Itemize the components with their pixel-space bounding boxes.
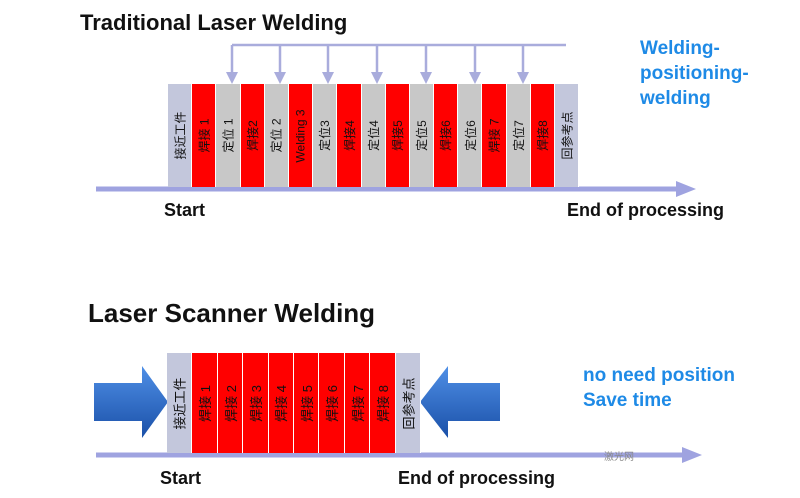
note-line: welding	[640, 88, 711, 109]
endpoint-step: 接近工件	[168, 84, 193, 187]
note-line: no need position	[583, 365, 735, 386]
end-label: End of processing	[567, 200, 725, 220]
position-step: 定位4	[361, 84, 386, 187]
note-line: positioning-	[640, 63, 749, 84]
position-step: 定位 1	[216, 84, 241, 187]
scanner-title: Laser Scanner Welding	[88, 298, 376, 328]
weld-step: 焊接5	[385, 84, 410, 187]
weld-step: 焊接 7	[482, 84, 507, 187]
step-label: 回参考点	[560, 111, 575, 160]
traditional-process-row: 接近工件焊接 1 定位 1 焊接2 定位 2 Welding 3 定位3 焊接4 定位4 焊接5…	[168, 84, 580, 187]
step-label: 焊接8	[535, 120, 550, 151]
step-label: 焊接5	[390, 120, 405, 151]
start-label: Start	[164, 200, 206, 220]
step-label: Welding 3	[293, 108, 308, 163]
timeline-arrow-top	[96, 181, 696, 197]
weld-step: Welding 3	[288, 84, 314, 187]
position-step: 定位 2	[264, 84, 289, 187]
note-line: Welding-	[640, 38, 720, 59]
step-label: 焊接6	[439, 120, 454, 151]
weld-step: 焊接 8	[370, 353, 396, 453]
step-label: 定位5	[414, 120, 429, 151]
scanner-note: no need position Save time	[583, 363, 735, 413]
step-label: 焊接 6	[325, 384, 341, 422]
weld-step: 焊接 2	[217, 353, 244, 453]
scanner-process-row: 接近工件焊接 1 焊接 2 焊接 3 焊接 4 焊接 5 焊接 6 焊接 7 焊接 8 回参考点	[167, 353, 421, 453]
traditional-title: Traditional Laser Welding	[80, 10, 348, 35]
endpoint-step: 回参考点	[555, 84, 580, 187]
feedback-arrows	[226, 43, 566, 84]
weld-step: 焊接8	[530, 84, 555, 187]
endpoint-step: 接近工件	[167, 353, 193, 453]
weld-step: 焊接 5	[293, 353, 320, 453]
step-label: 焊接 1	[197, 118, 212, 153]
start-label: Start	[160, 468, 202, 488]
weld-step: 焊接 1	[192, 353, 218, 453]
position-step: 定位7	[506, 84, 531, 187]
step-label: 接近工件	[172, 376, 188, 430]
step-label: 定位7	[511, 120, 526, 151]
push-arrow-right	[420, 366, 500, 438]
step-label: 定位6	[463, 120, 478, 151]
weld-step: 焊接 1	[192, 84, 217, 187]
step-label: 定位3	[318, 120, 333, 151]
step-label: 焊接 7	[350, 384, 366, 422]
weld-step: 焊接 4	[268, 353, 294, 453]
timeline-arrow-bottom	[96, 447, 702, 463]
step-label: 接近工件	[173, 111, 188, 160]
weld-step: 焊接 6	[319, 353, 345, 453]
step-label: 焊接 2	[223, 384, 239, 422]
position-step: 定位3	[313, 84, 338, 187]
step-label: 焊接 3	[248, 384, 264, 422]
weld-step: 焊接4	[337, 84, 362, 187]
step-label: 焊接 8	[375, 384, 391, 422]
step-label: 焊接4	[342, 120, 357, 151]
traditional-note: Welding- positioning- welding	[640, 36, 749, 111]
step-label: 焊接 4	[274, 384, 290, 422]
step-label: 焊接 1	[198, 384, 214, 422]
step-label: 定位 2	[269, 118, 284, 153]
step-label: 定位 1	[221, 118, 236, 153]
step-label: 焊接2	[245, 120, 260, 151]
watermark: 激光网	[604, 452, 634, 463]
step-label: 定位4	[366, 120, 381, 151]
weld-step: 焊接 7	[344, 353, 371, 453]
position-step: 定位6	[458, 84, 483, 187]
step-label: 焊接 7	[487, 118, 502, 153]
weld-step: 焊接 3	[243, 353, 269, 453]
weld-step: 焊接2	[240, 84, 265, 187]
step-label: 焊接 5	[299, 384, 315, 422]
weld-step: 焊接6	[434, 84, 459, 187]
end-label: End of processing	[398, 468, 556, 488]
step-label: 回参考点	[401, 376, 417, 430]
endpoint-step: 回参考点	[395, 353, 421, 453]
position-step: 定位5	[409, 84, 435, 187]
push-arrow-left	[94, 366, 168, 438]
note-line: Save time	[583, 390, 672, 411]
